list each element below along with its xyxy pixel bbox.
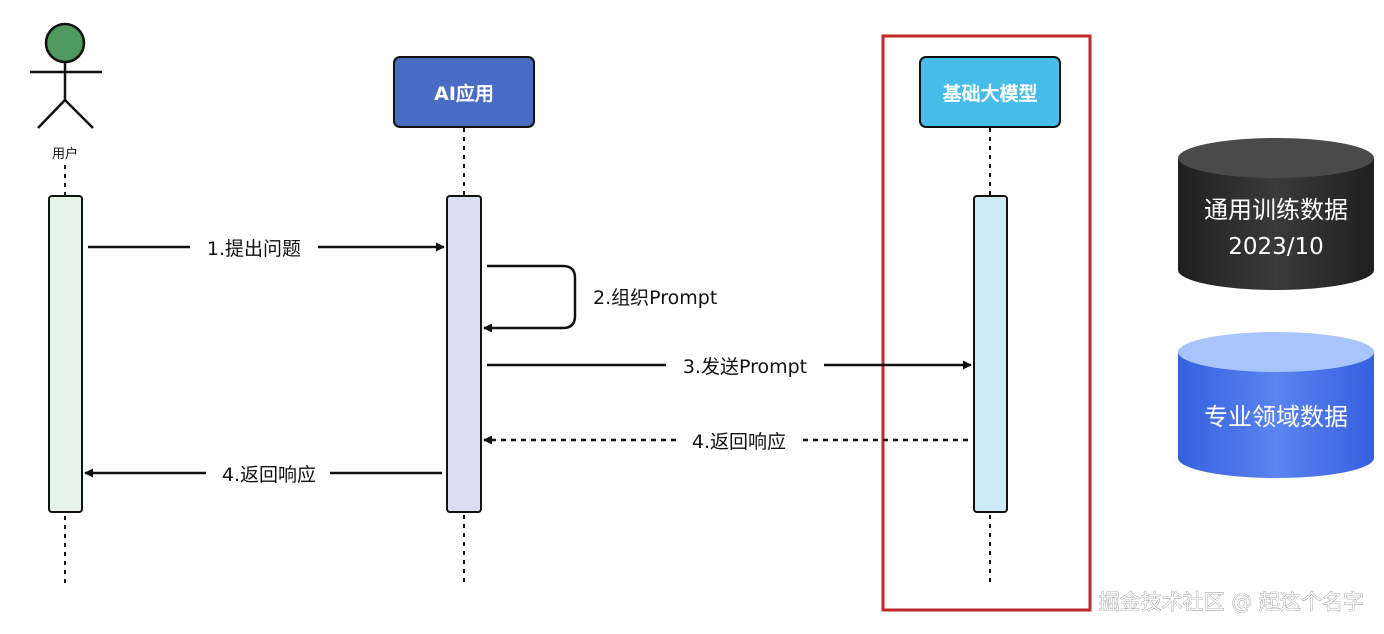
user-head — [44, 22, 86, 64]
domain-data-cylinder: 专业领域数据 — [1178, 332, 1374, 478]
message-app-response-label: 4.返回响应 — [222, 464, 316, 486]
message-ask-label: 1.提出问题 — [207, 238, 301, 260]
model-highlight-frame — [881, 34, 1092, 612]
message-model-response-label: 4.返回响应 — [692, 431, 786, 453]
user-actor — [30, 22, 102, 129]
training-data-date: 2023/10 — [1228, 234, 1324, 260]
app-participant-box: AI应用 — [393, 56, 535, 128]
training-data-cylinder: 通用训练数据 2023/10 — [1178, 138, 1374, 290]
message-ask: 1.提出问题 — [88, 238, 445, 260]
user-label: 用户 — [52, 146, 78, 162]
app-activation-bar — [446, 195, 482, 513]
message-build-prompt: 2.组织Prompt — [483, 264, 717, 333]
model-activation-bar — [973, 195, 1008, 513]
model-participant-box: 基础大模型 — [919, 56, 1061, 128]
user-activation-bar — [48, 195, 83, 513]
domain-data-label: 专业领域数据 — [1204, 403, 1348, 431]
app-label: AI应用 — [434, 82, 494, 105]
message-send-prompt: 3.发送Prompt — [487, 356, 972, 378]
message-app-response: 4.返回响应 — [84, 464, 442, 486]
model-label: 基础大模型 — [941, 82, 1037, 105]
training-data-label: 通用训练数据 — [1204, 196, 1348, 224]
message-model-response: 4.返回响应 — [483, 431, 968, 453]
watermark: 掘金技术社区 @ 起这个名字 — [1099, 590, 1364, 614]
message-send-prompt-label: 3.发送Prompt — [683, 356, 807, 378]
message-build-prompt-label: 2.组织Prompt — [593, 287, 717, 309]
